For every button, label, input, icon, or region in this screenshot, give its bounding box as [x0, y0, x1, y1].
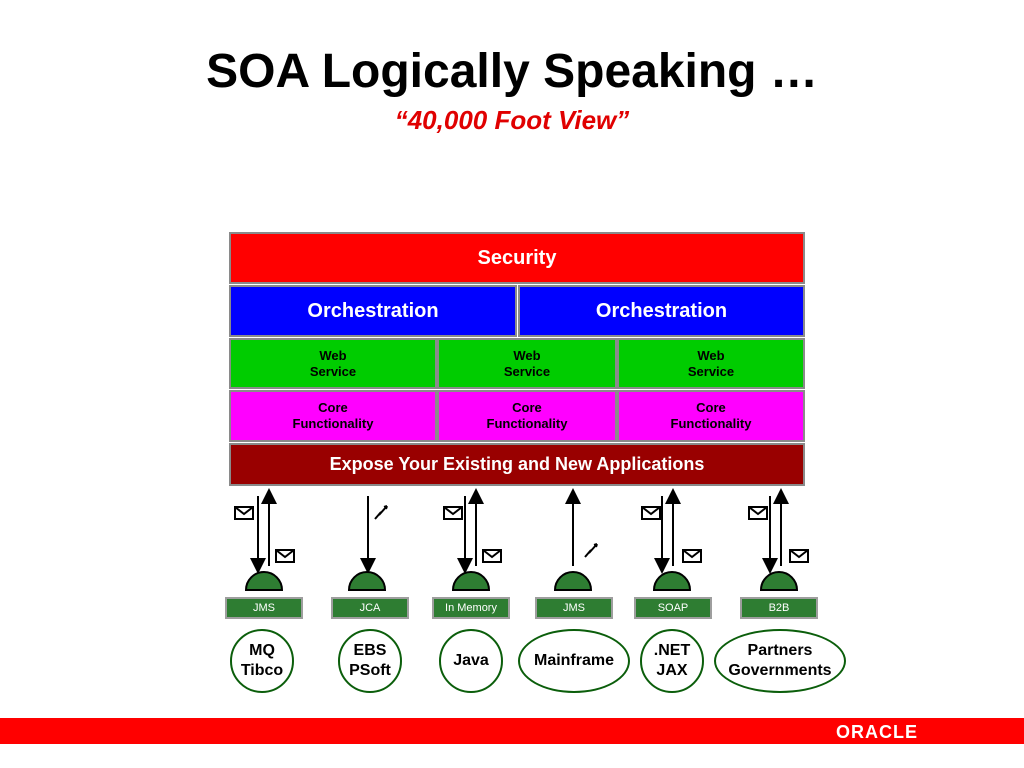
core-functionality-2: Core Functionality — [437, 390, 617, 442]
adapter-dome-icon — [244, 571, 284, 591]
envelope-icon — [748, 506, 768, 520]
adapter-dome-icon — [759, 571, 799, 591]
orchestration-right: Orchestration — [518, 285, 805, 337]
lightning-icon — [371, 504, 391, 522]
envelope-icon — [682, 549, 702, 563]
protocol-label-jca: JCA — [331, 597, 409, 619]
app-java: Java — [439, 629, 503, 693]
page-title: SOA Logically Speaking … — [206, 45, 818, 98]
envelope-icon — [789, 549, 809, 563]
connector-group-6 — [748, 488, 809, 591]
page-subtitle: “40,000 Foot View” — [394, 105, 630, 135]
connector-group-2 — [347, 496, 391, 591]
protocol-label-jms: JMS — [225, 597, 303, 619]
connector-group-3 — [443, 488, 502, 591]
protocol-label-in-memory: In Memory — [432, 597, 510, 619]
expose-layer: Expose Your Existing and New Application… — [229, 443, 805, 486]
footer-bar — [0, 718, 1024, 744]
web-service-3: Web Service — [617, 338, 805, 389]
adapter-dome-icon — [347, 571, 387, 591]
app-net-jax: .NET JAX — [640, 629, 704, 693]
oracle-logo: ORACLE — [836, 722, 918, 742]
app-mq-tibco: MQ Tibco — [230, 629, 294, 693]
envelope-icon — [234, 506, 254, 520]
connector-group-5 — [641, 488, 702, 591]
app-ebs-psoft: EBS PSoft — [338, 629, 402, 693]
app-partners-governments: Partners Governments — [714, 629, 846, 693]
core-functionality-3: Core Functionality — [617, 390, 805, 442]
envelope-icon — [641, 506, 661, 520]
adapter-dome-icon — [652, 571, 692, 591]
orchestration-left: Orchestration — [229, 285, 517, 337]
envelope-icon — [275, 549, 295, 563]
web-service-1: Web Service — [229, 338, 437, 389]
app-mainframe: Mainframe — [518, 629, 630, 693]
envelope-icon — [482, 549, 502, 563]
web-service-2: Web Service — [437, 338, 617, 389]
adapter-dome-icon — [553, 571, 593, 591]
protocol-label-b2b: B2B — [740, 597, 818, 619]
lightning-icon — [581, 542, 601, 560]
security-layer: Security — [229, 232, 805, 284]
core-functionality-1: Core Functionality — [229, 390, 437, 442]
adapter-dome-icon — [451, 571, 491, 591]
envelope-icon — [443, 506, 463, 520]
protocol-label-soap: SOAP — [634, 597, 712, 619]
protocol-label-jms-2: JMS — [535, 597, 613, 619]
connector-group-1 — [234, 488, 295, 591]
connector-group-4 — [553, 488, 601, 591]
